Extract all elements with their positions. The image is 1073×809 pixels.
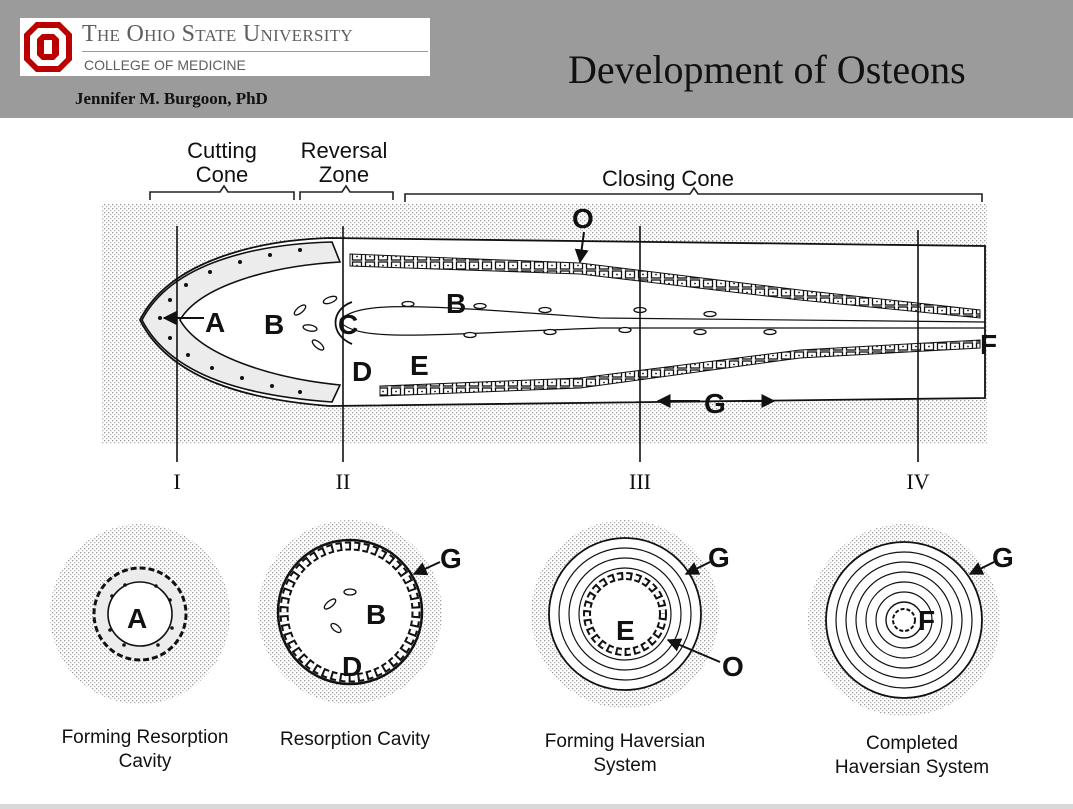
letter-a: A	[205, 307, 225, 338]
caption-forming-resorption: Forming Resorption Cavity	[52, 726, 238, 774]
cross-section-2: B D G	[258, 520, 462, 704]
osteoblast-chain-bottom	[379, 339, 981, 397]
caption-resorption-cavity: Resorption Cavity	[266, 728, 444, 752]
letter-c: C	[338, 309, 358, 340]
caption-completed-haversian: Completed Haversian System	[822, 732, 1002, 780]
cs4-arrow-g	[968, 561, 995, 575]
footer-divider	[0, 804, 1073, 809]
cutting-label-1: Cutting	[187, 138, 257, 163]
slide-title: Development of Osteons	[568, 47, 966, 92]
arrow-o	[574, 231, 589, 264]
letter-b-left: B	[264, 309, 284, 340]
cs4-letter-g: G	[992, 542, 1014, 573]
caption-3-line-1: Forming Haversian	[544, 731, 706, 752]
caption-3-line-2: System	[593, 755, 657, 776]
cs3-arrow-g	[684, 561, 711, 575]
cs3-letter-e: E	[616, 615, 635, 646]
reversal-label-1: Reversal	[301, 138, 388, 163]
letter-o: O	[572, 203, 594, 234]
cs2-letter-b: B	[366, 599, 386, 630]
cross-section-1: A	[50, 524, 230, 704]
cs2-arrow-g	[412, 561, 441, 576]
section-label-ii: II	[336, 469, 351, 494]
cs3-letter-g: G	[708, 542, 730, 573]
block-o-icon	[24, 22, 72, 72]
cross-section-4: F G	[808, 524, 1014, 716]
section-lines	[176, 226, 919, 462]
university-name: The Ohio State University	[82, 21, 428, 52]
osteoblast-chain-top	[349, 253, 981, 319]
caption-1-line-2: Cavity	[118, 751, 172, 772]
cross-section-3: E G O	[531, 520, 744, 708]
closing-cone-label: Closing Cone	[602, 166, 734, 191]
cs4-letter-f: F	[918, 605, 935, 636]
section-label-iv: IV	[906, 469, 929, 494]
cs3-arrow-o	[666, 638, 721, 663]
section-label-iii: III	[629, 469, 651, 494]
college-name: COLLEGE OF MEDICINE	[84, 57, 246, 73]
osteoclast-nuclei	[158, 248, 302, 394]
section-label-i: I	[173, 469, 180, 494]
reversal-label-2: Zone	[319, 162, 369, 187]
university-logo: The Ohio State University COLLEGE OF MED…	[20, 18, 430, 76]
letter-b: B	[446, 288, 466, 319]
cs3-letter-o: O	[722, 651, 744, 682]
caption-4-line-2: Haversian System	[834, 757, 990, 778]
closing-cone-bracket	[404, 186, 983, 202]
scattered-cells	[293, 295, 777, 351]
reversal-zone-bracket	[299, 184, 394, 200]
central-canal	[339, 306, 986, 336]
reversal-c-line	[334, 301, 353, 345]
letter-e: E	[410, 350, 429, 381]
cs2-letter-g: G	[440, 543, 462, 574]
caption-1-line-1: Forming Resorption	[61, 727, 229, 748]
caption-4-line-1: Completed	[866, 733, 958, 754]
osteon-diagram: Cutting Cone Reversal Zone Closing Cone	[50, 138, 1014, 716]
cs2-letter-d: D	[342, 651, 362, 682]
author-name: Jennifer M. Burgoon, PhD	[75, 89, 268, 108]
cs1-letter-a: A	[127, 603, 147, 634]
cutting-cone-bracket	[149, 184, 295, 200]
letter-f: F	[980, 329, 997, 360]
caption-2-line-1: Resorption Cavity	[280, 729, 430, 750]
cutting-label-2: Cone	[196, 162, 249, 187]
osteoclast-layer	[141, 241, 342, 403]
caption-forming-haversian: Forming Haversian System	[530, 730, 720, 778]
letter-g-long: G	[704, 388, 726, 419]
letter-d: D	[352, 356, 372, 387]
